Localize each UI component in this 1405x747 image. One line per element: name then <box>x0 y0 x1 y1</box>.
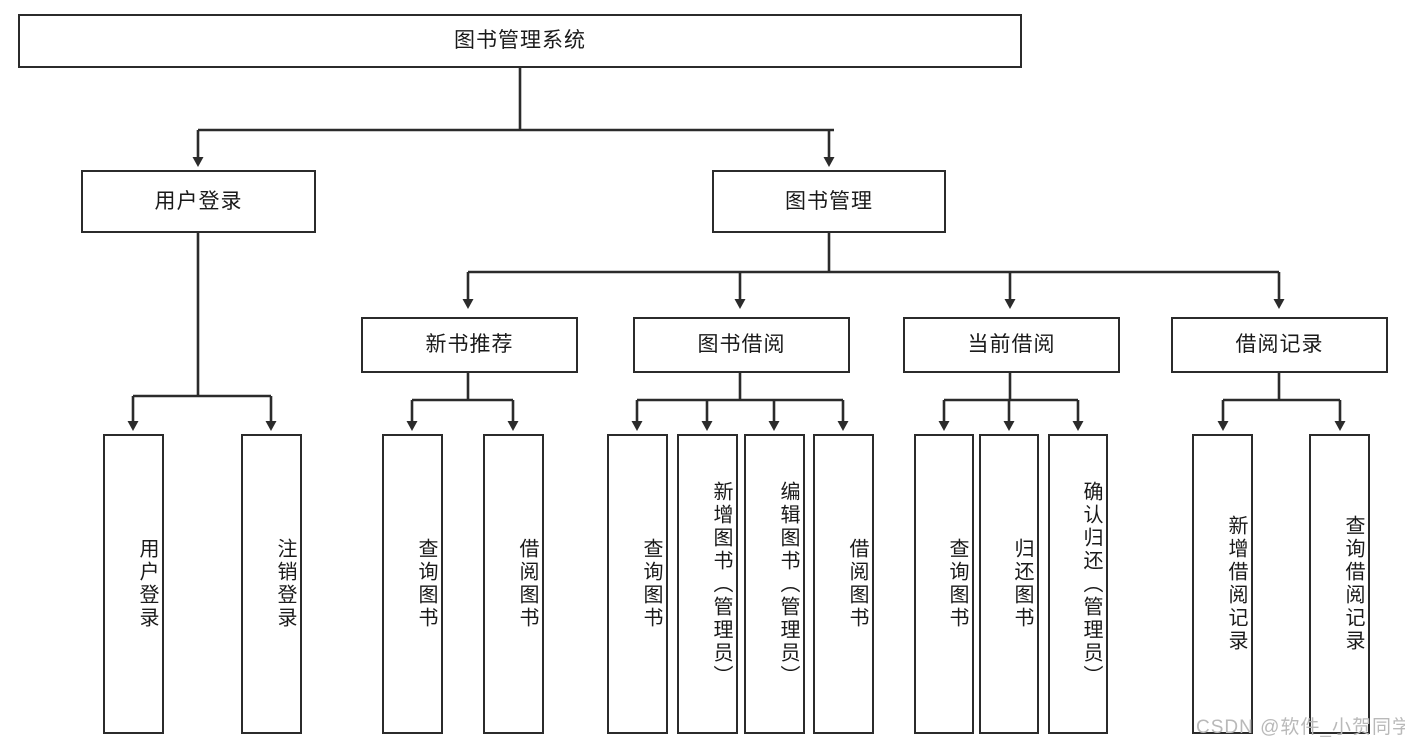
leaf-current-borrow-query[interactable]: 查询图书 <box>914 434 974 734</box>
node-book-management[interactable]: 图书管理 <box>712 170 946 233</box>
node-label: 图书管理 <box>785 189 873 213</box>
node-label: 归还图书 <box>1011 538 1033 630</box>
node-label: 借阅记录 <box>1235 333 1324 357</box>
node-label: 查询图书 <box>415 538 437 630</box>
node-label: 查询图书 <box>946 538 968 630</box>
node-book-borrow[interactable]: 图书借阅 <box>633 317 850 373</box>
leaf-current-borrow-confirm-return[interactable]: 确认归还（管理员） <box>1048 434 1108 734</box>
node-label: 编辑图书（管理员） <box>777 480 799 688</box>
leaf-book-borrow-query[interactable]: 查询图书 <box>607 434 668 734</box>
leaf-book-borrow-edit[interactable]: 编辑图书（管理员） <box>744 434 805 734</box>
leaf-new-book-borrow[interactable]: 借阅图书 <box>483 434 544 734</box>
node-borrow-record[interactable]: 借阅记录 <box>1171 317 1388 373</box>
node-label: 图书管理系统 <box>454 29 586 53</box>
node-label: 图书借阅 <box>697 333 786 357</box>
node-new-book-recommend[interactable]: 新书推荐 <box>361 317 578 373</box>
node-label: 新增借阅记录 <box>1225 515 1247 653</box>
node-label: 确认归还（管理员） <box>1080 480 1102 688</box>
leaf-borrow-record-add[interactable]: 新增借阅记录 <box>1192 434 1253 734</box>
node-label: 新增图书（管理员） <box>710 480 732 688</box>
node-current-borrow[interactable]: 当前借阅 <box>903 317 1120 373</box>
node-label: 借阅图书 <box>516 538 538 630</box>
leaf-new-book-query[interactable]: 查询图书 <box>382 434 443 734</box>
leaf-book-borrow-borrow[interactable]: 借阅图书 <box>813 434 874 734</box>
node-label: 借阅图书 <box>846 538 868 630</box>
leaf-borrow-record-query[interactable]: 查询借阅记录 <box>1309 434 1370 734</box>
node-root-book-management-system[interactable]: 图书管理系统 <box>18 14 1022 68</box>
node-label: 用户登录 <box>154 189 243 213</box>
node-label: 注销登录 <box>274 538 296 630</box>
leaf-current-borrow-return[interactable]: 归还图书 <box>979 434 1039 734</box>
node-label: 查询借阅记录 <box>1342 515 1364 653</box>
node-label: 查询图书 <box>640 538 662 630</box>
node-user-login[interactable]: 用户登录 <box>81 170 316 233</box>
leaf-user-login-logout[interactable]: 注销登录 <box>241 434 302 734</box>
node-label: 当前借阅 <box>967 333 1056 357</box>
node-label: 新书推荐 <box>425 333 514 357</box>
leaf-user-login-login[interactable]: 用户登录 <box>103 434 164 734</box>
node-label: 用户登录 <box>136 538 158 630</box>
leaf-book-borrow-add[interactable]: 新增图书（管理员） <box>677 434 738 734</box>
